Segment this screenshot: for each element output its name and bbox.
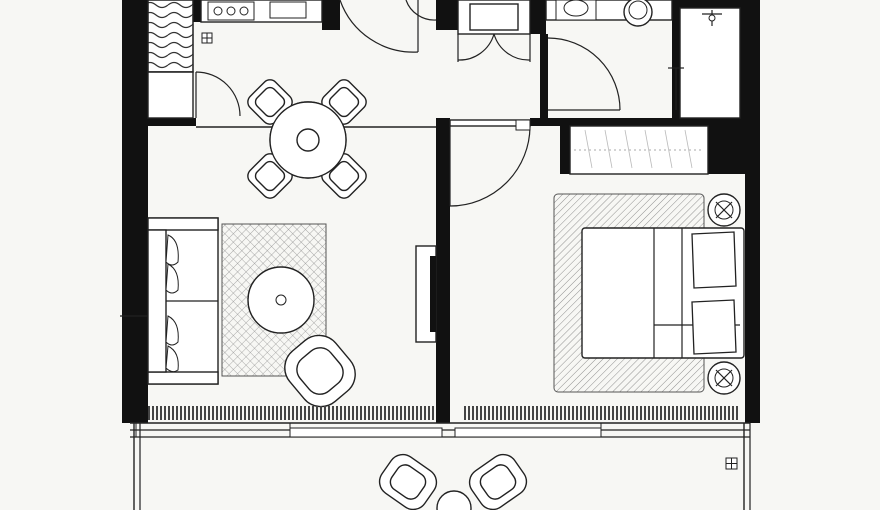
walls: [122, 0, 760, 423]
sink-icon: [269, 1, 307, 19]
bedside-lamp-icon: [707, 361, 741, 395]
tv-unit: [415, 245, 437, 343]
bathroom: [545, 0, 741, 119]
outlet-icon: [725, 457, 738, 470]
bedside-lamp-icon: [707, 193, 741, 227]
balcony-table: [436, 490, 472, 510]
dining-set: [247, 79, 367, 199]
toilet-icon: [623, 0, 653, 27]
basin-icon: [555, 0, 597, 21]
balcony-chair: [378, 453, 438, 510]
entry-doors: [339, 0, 531, 62]
bed: [581, 227, 745, 359]
window-wall: [130, 406, 750, 438]
wardrobe: [569, 125, 709, 175]
outlet-icon: [201, 32, 213, 44]
sofa: [147, 217, 219, 385]
stovetop-icon: [207, 1, 255, 21]
shower-tap-icon: [668, 67, 684, 110]
shower-head-icon: [702, 10, 722, 26]
kitchen: [147, 0, 323, 119]
armchair: [284, 334, 356, 408]
balcony: [133, 423, 751, 510]
living-room: [120, 217, 437, 408]
bedroom-door: [449, 119, 531, 207]
coffee-table: [247, 266, 315, 334]
balcony-chair: [468, 453, 528, 510]
bedroom: [553, 193, 745, 395]
